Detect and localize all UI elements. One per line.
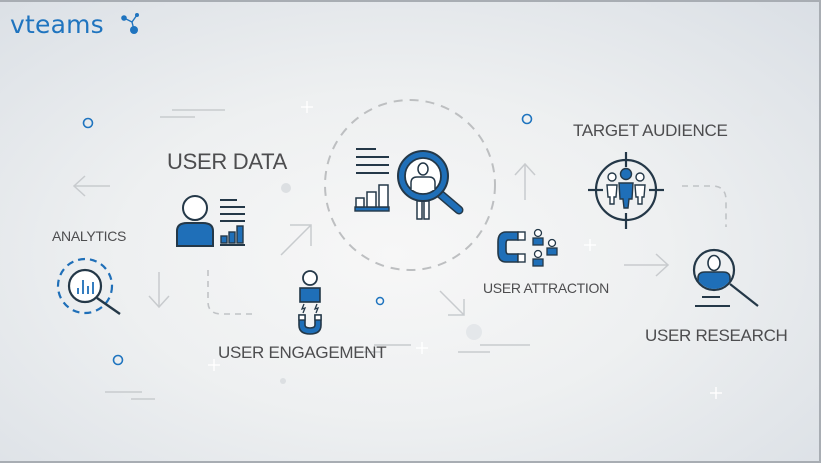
user-research-magnifier-icon <box>692 248 759 307</box>
analytics-magnifier-icon <box>56 257 121 315</box>
analytics-label: ANALYTICS <box>52 228 127 244</box>
arrow-left-icon <box>72 175 110 197</box>
brand-wordmark: vteams <box>10 10 104 39</box>
user-data-label: USER DATA <box>167 149 287 174</box>
user-attraction-label: USER ATTRACTION <box>483 280 609 296</box>
user-search-report-icon <box>354 148 464 220</box>
target-audience-label: TARGET AUDIENCE <box>573 121 728 140</box>
arrow-up-right-icon <box>280 224 312 256</box>
molecule-dots-icon <box>121 13 139 34</box>
user-magnet-icon <box>298 270 322 335</box>
arrow-up-icon <box>514 162 536 200</box>
arrow-down-right-icon <box>439 290 465 316</box>
target-group-icon <box>588 152 664 229</box>
arrow-right-icon <box>624 253 670 277</box>
magnet-users-icon <box>497 228 558 267</box>
user-research-label: USER RESEARCH <box>645 326 788 345</box>
user-engagement-label: USER ENGAGEMENT <box>218 343 387 362</box>
user-data-profile-icon <box>176 195 245 247</box>
arrow-down-icon <box>148 272 170 309</box>
